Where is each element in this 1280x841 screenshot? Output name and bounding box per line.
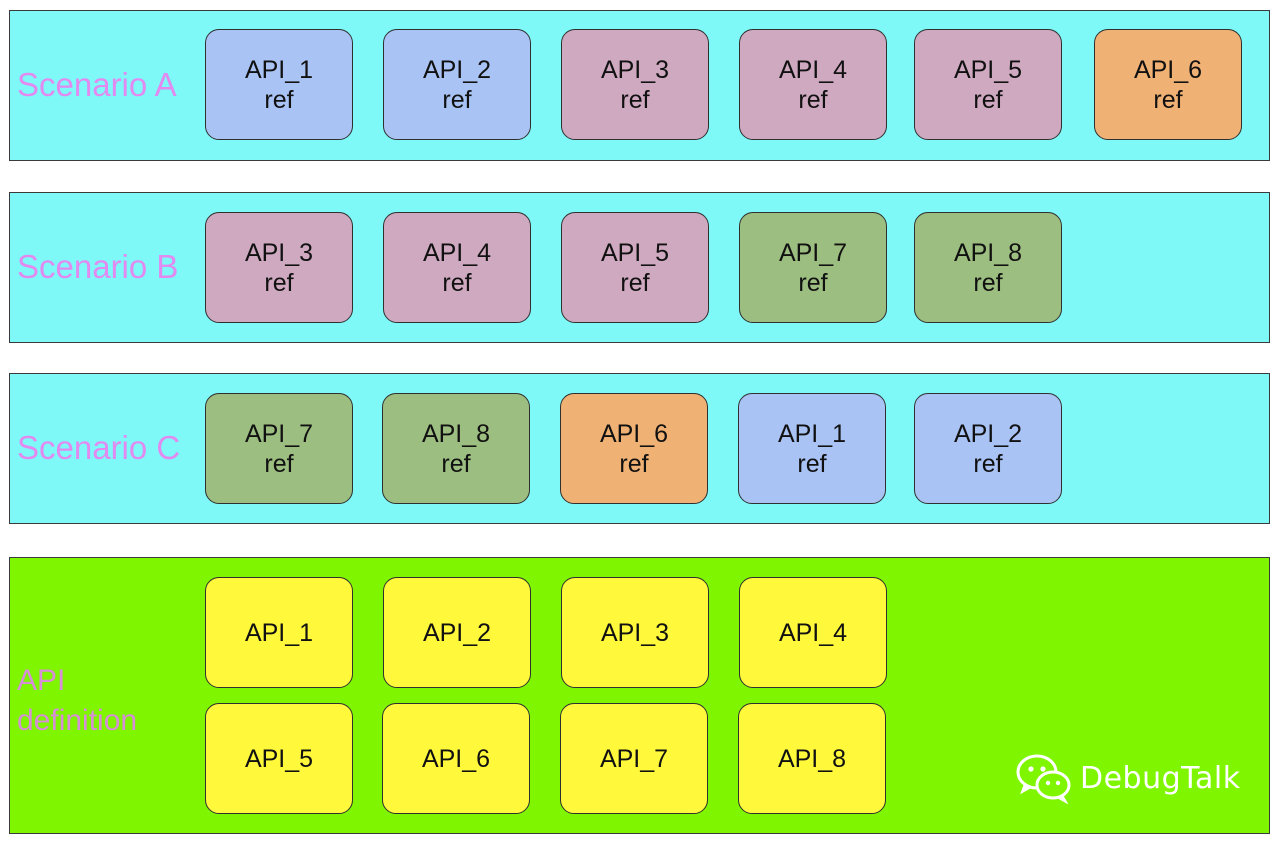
box-name: API_1 [244, 618, 314, 647]
box-sub: ref [797, 449, 827, 478]
scenario-b-api-5-ref-box: API_5 ref [561, 212, 709, 323]
scenario-b-api-8-ref-box: API_8 ref [914, 212, 1062, 323]
box-name: API_8 [777, 744, 847, 773]
api-definition-label: API definition [17, 661, 187, 741]
api-4-definition-box: API_4 [739, 577, 887, 688]
box-name: API_2 [953, 419, 1023, 448]
api-definition-band: API definition API_1 API_2 API_3 API_4 A… [9, 557, 1270, 834]
scenario-b-api-4-ref-box: API_4 ref [383, 212, 531, 323]
scenario-a-api-2-ref-box: API_2 ref [383, 29, 531, 140]
box-sub: ref [264, 449, 294, 478]
box-name: API_3 [600, 55, 670, 84]
box-sub: ref [442, 268, 472, 297]
api-3-definition-box: API_3 [561, 577, 709, 688]
box-name: API_7 [599, 744, 669, 773]
box-sub: ref [620, 85, 650, 114]
box-name: API_1 [244, 55, 314, 84]
scenario-a-api-3-ref-box: API_3 ref [561, 29, 709, 140]
box-sub: ref [620, 268, 650, 297]
scenario-c-label: Scenario C [17, 429, 181, 466]
box-name: API_4 [778, 618, 848, 647]
scenario-b-label: Scenario B [17, 248, 179, 285]
box-name: API_6 [421, 744, 491, 773]
box-sub: ref [798, 85, 828, 114]
scenario-c-api-2-ref-box: API_2 ref [914, 393, 1062, 504]
scenario-a-api-5-ref-box: API_5 ref [914, 29, 1062, 140]
scenario-a-band: Scenario A API_1 ref API_2 ref API_3 ref… [9, 10, 1270, 161]
scenario-c-api-7-ref-box: API_7 ref [205, 393, 353, 504]
box-sub: ref [973, 268, 1003, 297]
api-definition-label-line-1: API [17, 664, 66, 697]
box-sub: ref [1153, 85, 1183, 114]
debugtalk-watermark: DebugTalk [1016, 752, 1241, 805]
box-sub: ref [442, 85, 472, 114]
box-name: API_6 [599, 419, 669, 448]
scenario-c-api-6-ref-box: API_6 ref [560, 393, 708, 504]
api-8-definition-box: API_8 [738, 703, 886, 814]
box-name: API_1 [777, 419, 847, 448]
box-name: API_3 [244, 238, 314, 267]
box-name: API_2 [422, 618, 492, 647]
box-name: API_6 [1133, 55, 1203, 84]
scenario-c-api-1-ref-box: API_1 ref [738, 393, 886, 504]
scenario-c-api-8-ref-box: API_8 ref [382, 393, 530, 504]
api-2-definition-box: API_2 [383, 577, 531, 688]
box-name: API_5 [600, 238, 670, 267]
api-definition-label-line-2: definition [17, 704, 138, 737]
box-sub: ref [619, 449, 649, 478]
box-name: API_7 [778, 238, 848, 267]
box-name: API_4 [422, 238, 492, 267]
box-sub: ref [798, 268, 828, 297]
scenario-a-label: Scenario A [17, 66, 177, 103]
api-1-definition-box: API_1 [205, 577, 353, 688]
box-sub: ref [973, 85, 1003, 114]
api-5-definition-box: API_5 [205, 703, 353, 814]
api-7-definition-box: API_7 [560, 703, 708, 814]
api-6-definition-box: API_6 [382, 703, 530, 814]
box-sub: ref [441, 449, 471, 478]
box-name: API_7 [244, 419, 314, 448]
watermark-text: DebugTalk [1080, 760, 1241, 796]
scenario-c-band: Scenario C API_7 ref API_8 ref API_6 ref… [9, 373, 1270, 524]
scenario-a-api-1-ref-box: API_1 ref [205, 29, 353, 140]
scenario-b-api-7-ref-box: API_7 ref [739, 212, 887, 323]
box-name: API_5 [953, 55, 1023, 84]
box-name: API_2 [422, 55, 492, 84]
box-name: API_8 [953, 238, 1023, 267]
box-sub: ref [264, 268, 294, 297]
box-name: API_5 [244, 744, 314, 773]
scenario-b-api-3-ref-box: API_3 ref [205, 212, 353, 323]
scenario-a-api-6-ref-box: API_6 ref [1094, 29, 1242, 140]
box-sub: ref [973, 449, 1003, 478]
wechat-icon [1016, 752, 1072, 805]
box-sub: ref [264, 85, 294, 114]
scenario-b-band: Scenario B API_3 ref API_4 ref API_5 ref… [9, 192, 1270, 343]
box-name: API_8 [421, 419, 491, 448]
box-name: API_3 [600, 618, 670, 647]
scenario-a-api-4-ref-box: API_4 ref [739, 29, 887, 140]
box-name: API_4 [778, 55, 848, 84]
